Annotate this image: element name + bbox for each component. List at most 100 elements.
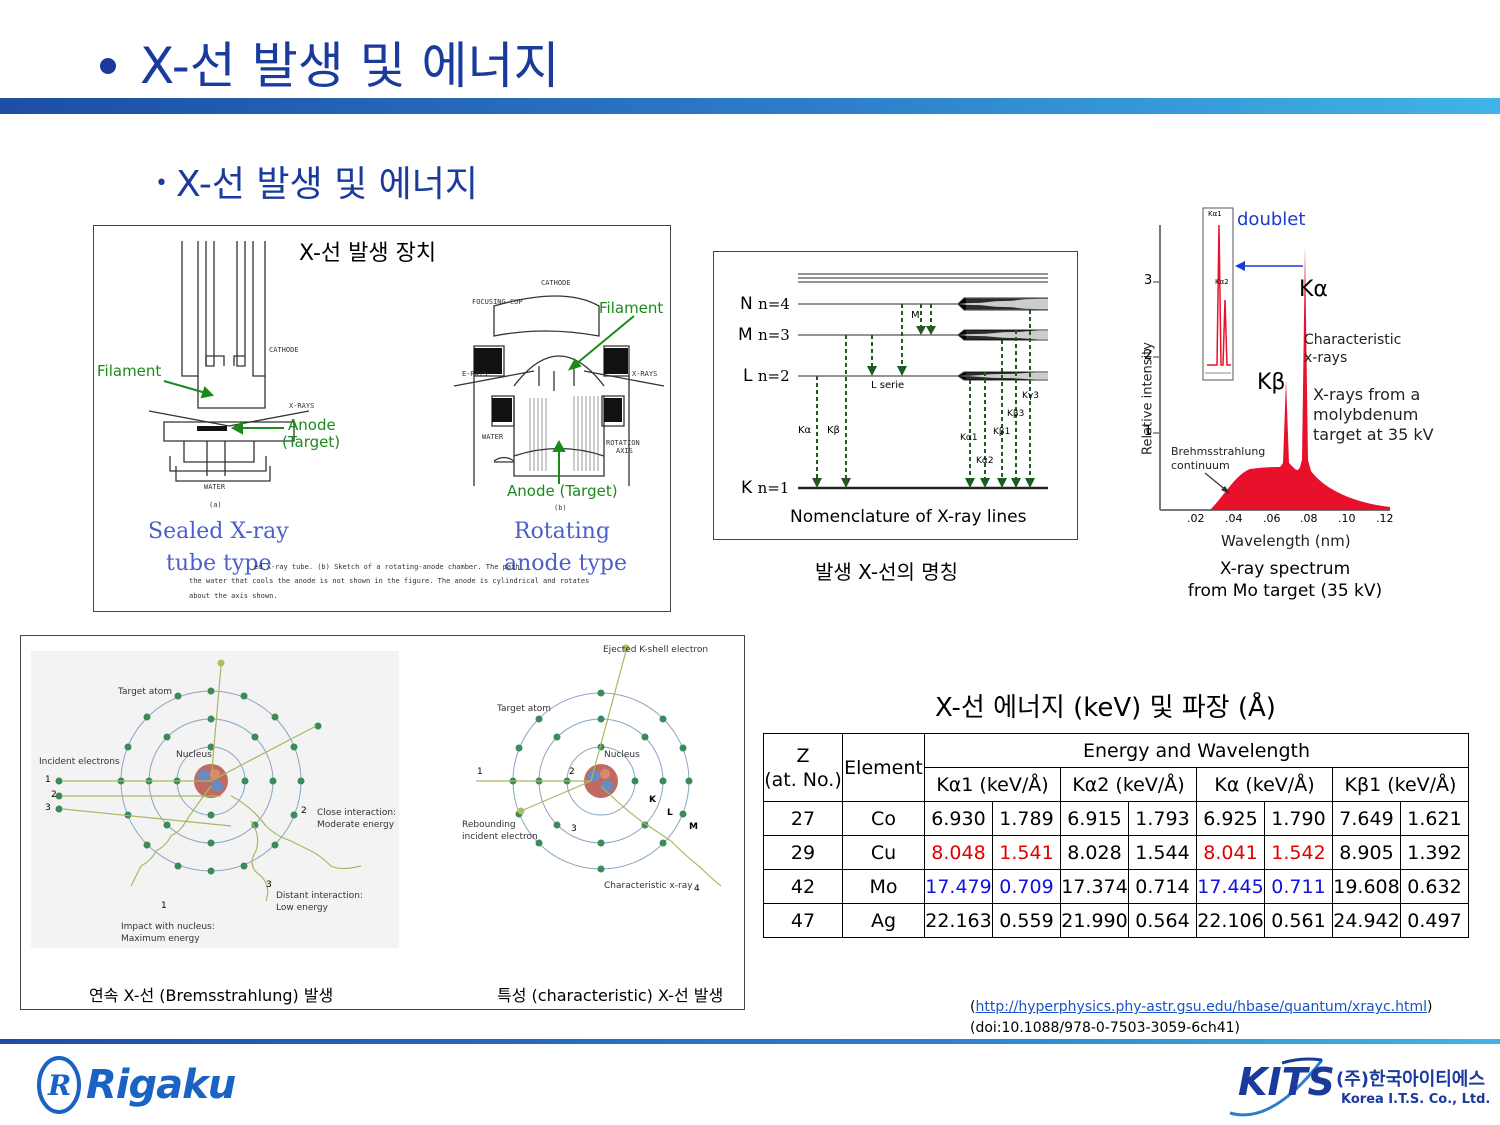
fig-a-label: (a) (209, 501, 222, 509)
target-label-left: (Target) (282, 433, 341, 451)
filament-label-right: Filament (599, 299, 664, 317)
x-tick: .12 (1376, 512, 1394, 525)
ejected-electron-label: Ejected K-shell electron (603, 645, 709, 655)
m-shell-label: M (689, 822, 698, 832)
element-cell: Co (842, 801, 925, 836)
value-cell: 0.711 (1264, 869, 1333, 904)
y-tick: 2 (1144, 348, 1153, 363)
value-cell: 1.392 (1400, 835, 1469, 870)
erays-label: E-RAYS (462, 370, 488, 378)
value-cell: 6.915 (1060, 801, 1129, 836)
k-shell-label: K (649, 795, 656, 805)
bremsstrahlung-caption: 연속 X-선 (Bremsstrahlung) 발생 (89, 986, 334, 1005)
ka1-header: Kα1 (keV/Å) (924, 767, 1061, 802)
value-cell: 1.621 (1400, 801, 1469, 836)
nomenclature-inner-caption: Nomenclature of X-ray lines (790, 507, 1027, 527)
energy-level-diagram (798, 273, 1048, 490)
value-cell: 0.564 (1128, 903, 1197, 938)
value-cell: 24.942 (1332, 903, 1401, 938)
x-tick: .08 (1300, 512, 1318, 525)
anode-label-right: Anode (Target) (507, 482, 618, 500)
value-cell: 22.163 (924, 903, 993, 938)
element-cell: Mo (842, 869, 925, 904)
value-cell: 21.990 (1060, 903, 1129, 938)
value-cell: 6.925 (1196, 801, 1265, 836)
references: (http://hyperphysics.phy-astr.gsu.edu/hb… (970, 997, 1432, 1039)
value-cell: 7.649 (1332, 801, 1401, 836)
nucleus-label-right: Nucleus (604, 750, 640, 760)
energy-table: Z(at. No.) Element Energy and Wavelength… (763, 733, 1469, 938)
ka1-label: Kα1 (960, 433, 978, 443)
tube-figure-heading: X-선 발생 장치 (299, 241, 437, 266)
value-cell: 0.559 (992, 903, 1061, 938)
target-atom-label-left: Target atom (118, 687, 173, 697)
z-cell: 29 (763, 835, 843, 870)
electron-3-label: 3 (45, 803, 51, 813)
distant-interaction-label: Distant interaction:Low energy (276, 891, 363, 913)
x-tick: .10 (1338, 512, 1356, 525)
electron-1-label: 1 (45, 775, 51, 785)
value-cell: 8.048 (924, 835, 993, 870)
value-cell: 17.479 (924, 869, 993, 904)
sealed-tube-label: Sealed X-ray (148, 519, 289, 544)
x-tick: .04 (1225, 512, 1243, 525)
step-2-label: 2 (569, 767, 575, 777)
kits-logo-text: KITS (1238, 1060, 1335, 1104)
z-cell: 27 (763, 801, 843, 836)
rigaku-logo-text: Rigaku (86, 1062, 236, 1108)
value-cell: 0.714 (1128, 869, 1197, 904)
rotation-axis-label: ROTATION (606, 439, 640, 447)
impact-label: Impact with nucleus:Maximum energy (121, 922, 215, 944)
cathode-label: CATHODE (541, 279, 571, 287)
element-cell: Cu (842, 835, 925, 870)
x-tick: .06 (1263, 512, 1281, 525)
bullet-icon (100, 57, 116, 74)
level-k: K n=1 (741, 478, 790, 498)
figure-caption-line2: the water that cools the anode is not sh… (189, 577, 590, 585)
nomenclature-figure: N n=4 M n=3 L n=2 K n=1 M L serie Kα Kβ … (713, 251, 1078, 540)
incident-electrons-label: Incident electrons (39, 757, 120, 767)
hyperphysics-link[interactable]: http://hyperphysics.phy-astr.gsu.edu/hba… (975, 999, 1428, 1015)
element-header: Element (842, 733, 925, 802)
value-cell: 0.561 (1264, 903, 1333, 938)
value-cell: 8.028 (1060, 835, 1129, 870)
rigaku-logo-icon: R (35, 1055, 85, 1115)
electron-2-label: 2 (51, 790, 57, 800)
section-subtitle: •X-선 발생 및 에너지 (155, 164, 479, 205)
rotating-anode-label: Rotating (514, 519, 610, 544)
characteristic-xray-label: Characteristic x-ray (604, 881, 693, 891)
reference-url-line: (http://hyperphysics.phy-astr.gsu.edu/hb… (970, 999, 1433, 1015)
header-bar (0, 98, 1500, 114)
level-l: L n=2 (743, 366, 790, 386)
nucleus-label-left: Nucleus (176, 750, 212, 760)
atom-diagrams (31, 644, 722, 948)
element-cell: Ag (842, 903, 925, 938)
z-cell: 42 (763, 869, 843, 904)
focusing-cup-label: FOCUSING CUP (472, 298, 523, 306)
interaction-3-num: 3 (266, 880, 272, 890)
page-title: X-선 발생 및 에너지 (100, 26, 560, 98)
filament-label-left: Filament (97, 362, 162, 380)
close-interaction-label: Close interaction:Moderate energy (317, 808, 397, 830)
value-cell: 19.608 (1332, 869, 1401, 904)
value-cell: 17.445 (1196, 869, 1265, 904)
kb1-header: Kβ1 (keV/Å) (1332, 767, 1469, 802)
value-cell: 1.544 (1128, 835, 1197, 870)
xray-tube-figure: X-선 발생 장치 Filament Anode (Target) Filame… (93, 225, 671, 612)
water-label-2: WATER (482, 433, 504, 441)
y-tick: 3 (1144, 273, 1153, 288)
l-series-label: L serie (871, 380, 905, 391)
doublet-label: doublet (1237, 209, 1306, 230)
l-shell-label: L (667, 808, 673, 818)
value-cell: 1.541 (992, 835, 1061, 870)
company-name-en: Korea I.T.S. Co., Ltd. (1341, 1092, 1491, 1107)
ka2-header: Kα2 (keV/Å) (1060, 767, 1197, 802)
ka-label: Kα (798, 425, 812, 436)
step-1-label: 1 (477, 767, 483, 777)
